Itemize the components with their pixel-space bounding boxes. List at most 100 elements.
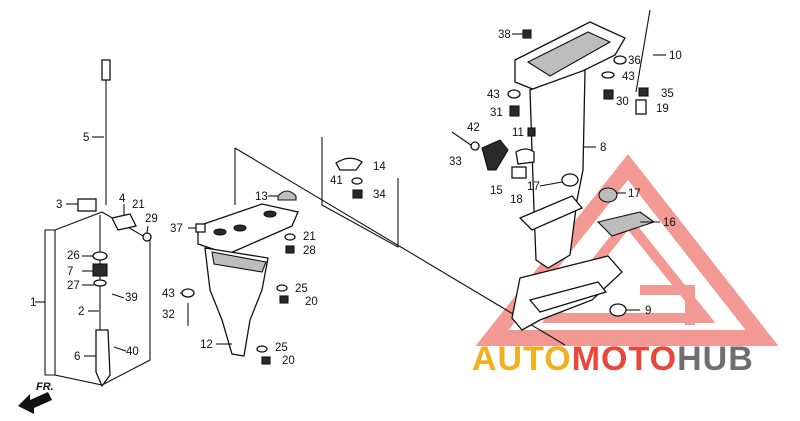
- leader-29: [146, 225, 149, 234]
- callout-43a: 43: [162, 288, 175, 300]
- front-direction-marker: FR.: [18, 381, 54, 414]
- part-40-pin: [113, 346, 127, 352]
- part-34-nut: [352, 189, 363, 199]
- callout-6: 6: [74, 351, 80, 363]
- part-13-cap: [277, 190, 297, 201]
- callout-8: 8: [600, 142, 606, 154]
- part-7-joint: [92, 263, 108, 277]
- part-25b-washer: [256, 345, 268, 353]
- part-4-block: [111, 213, 137, 231]
- part-43b-washer: [507, 89, 521, 99]
- part-39-pin: [111, 293, 125, 299]
- callout-3: 3: [56, 199, 62, 211]
- top-mount-inner: [526, 31, 612, 77]
- part-20b-screw: [261, 356, 271, 365]
- callout-21a: 21: [132, 199, 145, 211]
- upper-plate: [518, 195, 584, 231]
- callout-21b: 21: [303, 231, 316, 243]
- front-marker-text: FR.: [36, 381, 54, 393]
- part-21-washer: [284, 233, 296, 241]
- part-26-collar: [92, 251, 108, 261]
- part-36-grommet: [613, 55, 627, 65]
- skeg-fin: [528, 281, 608, 313]
- svg-text:AUTOMOTOHUB: AUTOMOTOHUB: [472, 340, 754, 378]
- callout-42: 42: [467, 122, 480, 134]
- callout-31: 31: [490, 107, 503, 119]
- callout-1: 1: [30, 297, 36, 309]
- housing-ribs: [211, 251, 267, 273]
- callout-43b: 43: [487, 89, 500, 101]
- callout-5: 5: [83, 132, 89, 144]
- part-3-clip: [77, 198, 97, 212]
- callout-9: 9: [645, 305, 651, 317]
- plate-hole-3: [263, 210, 277, 218]
- callout-18: 18: [510, 194, 523, 206]
- callout-17b: 17: [628, 188, 641, 200]
- part-18-bushing: [515, 148, 535, 165]
- callout-12: 12: [200, 339, 213, 351]
- callout-33: 33: [449, 156, 462, 168]
- part-17a-ring: [561, 173, 579, 187]
- callout-35: 35: [661, 88, 674, 100]
- callout-25b: 25: [275, 342, 288, 354]
- callout-4: 4: [119, 193, 126, 205]
- callout-34: 34: [373, 189, 386, 201]
- callout-37: 37: [170, 223, 183, 235]
- extension-housing: [204, 247, 269, 357]
- part-10-rod: [635, 9, 651, 93]
- part-37-plug: [195, 223, 206, 233]
- callout-14: 14: [373, 161, 386, 173]
- part-19-link: [635, 99, 647, 115]
- part-14-grommet: [335, 157, 363, 171]
- callout-15: 15: [490, 185, 503, 197]
- callout-40: 40: [126, 346, 139, 358]
- part-28-nut: [285, 245, 295, 254]
- watermark-part-3: HUB: [677, 340, 754, 378]
- plate-hole-1: [213, 228, 227, 236]
- leader-17a: [539, 181, 563, 187]
- part-29-bolt: [142, 232, 152, 242]
- callout-10: 10: [669, 50, 682, 62]
- callout-38: 38: [498, 29, 511, 41]
- part-35-nut: [638, 87, 649, 97]
- part-6-lever: [95, 329, 111, 388]
- callout-28: 28: [303, 245, 316, 257]
- callout-labels: 1 2 3 4 5 6 7 8 9 10 11 12 13 14 15 16 1…: [30, 29, 682, 367]
- part-25-washer: [276, 284, 288, 292]
- part-31-bolt: [509, 105, 520, 117]
- part-17b-plug: [598, 187, 618, 203]
- watermark-text: AUTOMOTOHUB: [472, 340, 754, 378]
- callout-26: 26: [67, 250, 80, 262]
- callout-41: 41: [330, 175, 343, 187]
- part-42-washer: [470, 141, 480, 151]
- extension-top-plate: [197, 203, 299, 255]
- callout-17a: 17: [527, 181, 540, 193]
- callout-20a: 20: [305, 296, 318, 308]
- callout-30: 30: [616, 96, 629, 108]
- callout-27: 27: [67, 280, 80, 292]
- callout-19: 19: [656, 103, 669, 115]
- callout-20b: 20: [282, 355, 295, 367]
- callout-13: 13: [255, 191, 268, 203]
- callout-16: 16: [663, 217, 676, 229]
- callout-32: 32: [162, 309, 175, 321]
- watermark-part-2: MOTO: [572, 340, 677, 378]
- part-43-nut: [181, 288, 195, 298]
- sub-box-outline: [321, 137, 399, 248]
- callout-2: 2: [78, 306, 84, 318]
- callout-29: 29: [145, 213, 158, 225]
- part-27-washer: [93, 279, 107, 287]
- watermark-part-1: AUTO: [472, 340, 572, 378]
- callout-39: 39: [125, 292, 138, 304]
- callout-43c: 43: [622, 71, 635, 83]
- upper-rod-top: [101, 59, 111, 81]
- part-20-screw: [279, 295, 289, 304]
- part-18-block: [511, 166, 527, 179]
- panel-outline: [54, 211, 151, 386]
- part-43c-washer: [601, 71, 615, 79]
- part-41-washer: [351, 177, 363, 185]
- part-11-screw: [527, 127, 536, 137]
- callout-11: 11: [512, 127, 524, 139]
